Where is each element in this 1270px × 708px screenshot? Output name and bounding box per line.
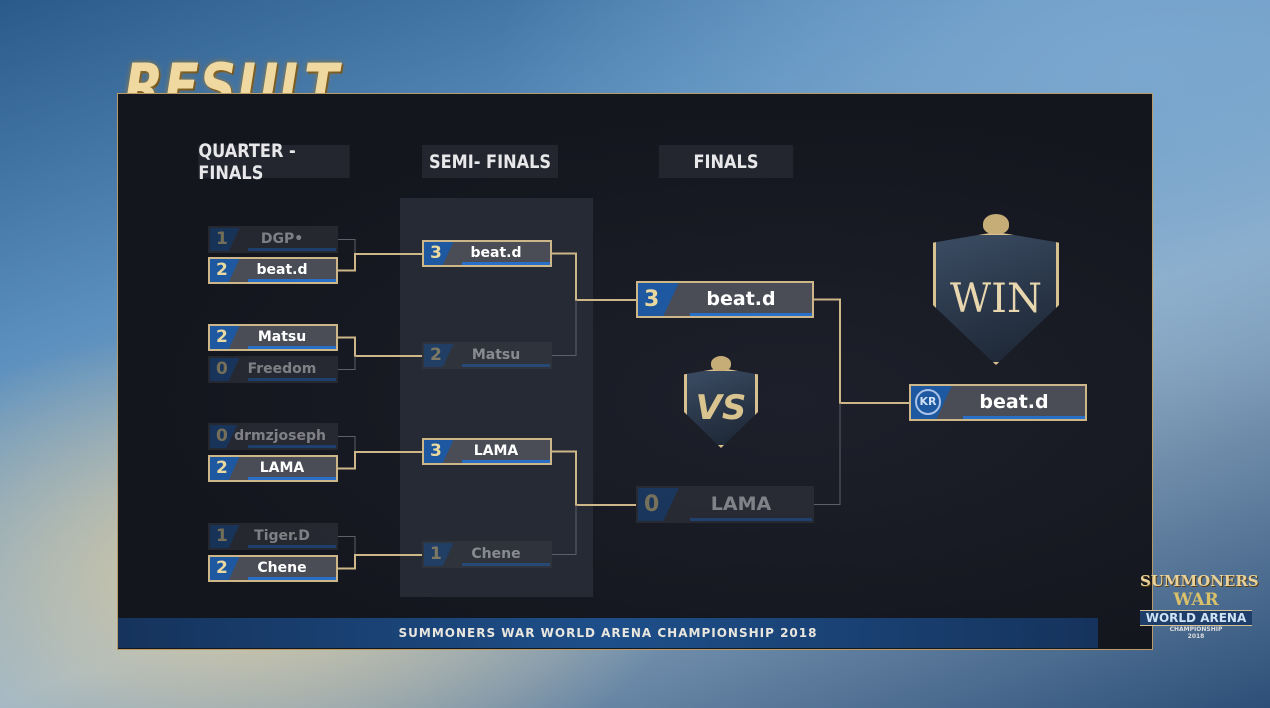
score: 2 [210,557,248,580]
quarter_finals-match-box: 2 beat.d [208,257,338,284]
semi_finals-match-box: 2 Matsu [422,342,552,369]
semi_finals-match-box: 3 LAMA [422,438,552,465]
player-name: drmzjoseph [234,428,326,444]
player-name: LAMA [710,493,772,515]
score: 1 [210,228,248,251]
score: 0 [210,358,248,381]
champion-name: beat.d [979,391,1049,413]
logo-line: WAR [1173,590,1219,610]
connector-line [338,356,356,370]
score: 0 [638,488,690,521]
logo-line: 2018 [1187,633,1205,640]
player-name: Matsu [471,347,521,363]
quarter_finals-match-box: 1 Tiger.D [208,523,338,550]
score: 0 [210,425,245,448]
score: 2 [210,326,248,349]
score: 3 [424,242,462,265]
score: 2 [210,457,248,480]
logo-line: SUMMONERS [1140,572,1259,590]
quarter_finals-match-box: 2 LAMA [208,455,338,482]
score: 1 [424,543,462,566]
semi_finals-match-box: 3 beat.d [422,240,552,267]
connector-line [338,253,422,272]
connector-line [338,239,356,254]
player-name: LAMA [259,460,305,476]
finals-match-box: 0 LAMA [636,486,814,523]
quarter_finals-match-box: 1 DGP• [208,226,338,253]
score: 1 [210,525,248,548]
logo-line: WORLD ARENA [1140,610,1252,626]
connector-line [814,403,841,505]
score: 3 [638,283,690,316]
crest-icon [711,356,731,371]
vs-label: VS [695,388,747,428]
player-name: Chene [471,546,521,562]
region-badge: KR [915,389,941,415]
finals-match-box: 3 beat.d [636,281,814,318]
connector-line [338,451,422,470]
connector-line [814,298,909,404]
event-logo: SUMMONERS WAR WORLD ARENA CHAMPIONSHIP 2… [1140,572,1259,672]
footer-banner: SUMMONERS WAR WORLD ARENA CHAMPIONSHIP 2… [118,618,1098,648]
connector-line [552,505,577,555]
player-name: Freedom [247,361,317,377]
semi_finals-match-box: 1 Chene [422,541,552,568]
semi-finals-header: SEMI- FINALS [422,145,558,178]
score: 2 [210,259,248,282]
player-name: beat.d [706,288,776,310]
connector-line [338,554,422,570]
score: 3 [424,440,462,463]
player-name: DGP• [260,231,304,247]
player-name: LAMA [473,443,519,459]
quarter_finals-match-box: 2 Matsu [208,324,338,351]
player-name: beat.d [256,262,308,278]
score: 2 [424,344,462,367]
quarter_finals-match-box: 2 Chene [208,555,338,582]
logo-line: CHAMPIONSHIP [1169,626,1223,633]
connector-line [552,300,577,356]
champion-box: KR beat.d [909,384,1087,421]
player-name: Tiger.D [254,528,310,544]
player-name: Chene [257,560,307,576]
connector-line [338,336,422,357]
connector-line [338,536,356,555]
connector-line [552,450,636,506]
player-name: Matsu [257,329,307,345]
player-name: beat.d [470,245,522,261]
connector-line [338,436,356,452]
win-label: WIN [950,275,1042,322]
crest-icon [983,214,1009,234]
finals-header: FINALS [658,145,794,178]
connector-line [552,252,636,301]
